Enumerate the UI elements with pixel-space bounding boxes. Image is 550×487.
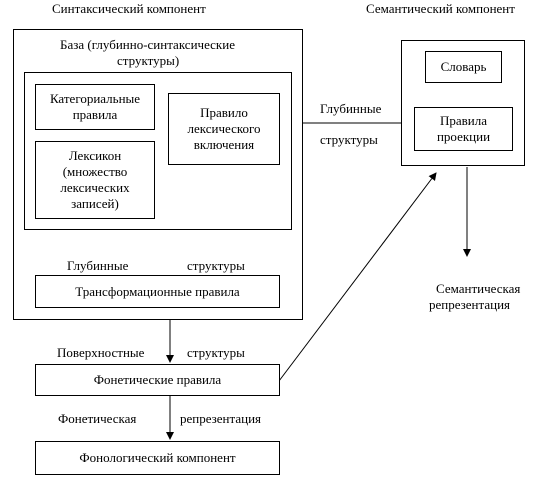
deep-structures-right-label: структуры	[187, 258, 245, 273]
lexical-insertion-box: Правило лексического включения	[168, 93, 280, 165]
dictionary-box: Словарь	[425, 51, 502, 83]
categorial-rules-line-2: правила	[72, 107, 118, 122]
projection-rules-box: Правила проекции	[414, 107, 513, 151]
lexical-insertion-line-2: лексического	[187, 121, 261, 136]
base-label-line-1: База (глубинно-синтаксические	[60, 37, 235, 52]
lexicon-line-2: (множество	[62, 164, 128, 179]
semantic-component-heading: Семантический компонент	[366, 1, 515, 16]
phonetic-rules-label: Фонетические правила	[93, 372, 222, 387]
lexicon-line-4: записей)	[71, 196, 119, 211]
lexical-insertion-line-3: включения	[193, 137, 255, 152]
lexicon-line-1: Лексикон	[68, 148, 122, 163]
lexicon-line-3: лексических	[60, 180, 130, 195]
surface-structures-right-label: структуры	[187, 345, 245, 360]
phonological-component-box: Фонологический компонент	[35, 441, 280, 475]
categorial-rules-box: Категориальные правила	[35, 84, 155, 130]
transformational-rules-label: Трансформационные правила	[75, 283, 240, 299]
surface-structures-left-label: Поверхностные	[57, 345, 145, 360]
semantic-representation-line-1: Семантическая	[436, 281, 521, 296]
projection-rules-line-1: Правила	[439, 113, 487, 128]
categorial-rules-line-1: Категориальные	[49, 91, 141, 106]
projection-rules-line-2: проекции	[436, 129, 491, 144]
phonological-component-label: Фонологический компонент	[79, 450, 236, 465]
deep-structures-label-line-1: Глубинные	[320, 101, 382, 116]
syntactic-component-heading: Синтаксический компонент	[52, 1, 206, 16]
lexical-insertion-line-1: Правило	[200, 105, 248, 120]
dictionary-label: Словарь	[440, 59, 487, 74]
semantic-representation-line-2: репрезентация	[429, 297, 511, 312]
deep-structures-left-label: Глубинные	[67, 258, 129, 273]
phonetic-to-semantic-arrow	[278, 172, 437, 382]
transformational-rules-box: Трансформационные правила	[35, 275, 280, 308]
lexicon-box: Лексикон (множество лексических записей)	[35, 141, 155, 219]
phonetic-representation-right-label: репрезентация	[180, 411, 262, 426]
base-label-line-2: структуры)	[117, 53, 180, 68]
phonetic-rules-box: Фонетические правила	[35, 364, 280, 396]
deep-structures-label-line-2: структуры	[320, 132, 378, 147]
phonetic-representation-left-label: Фонетическая	[58, 411, 137, 426]
